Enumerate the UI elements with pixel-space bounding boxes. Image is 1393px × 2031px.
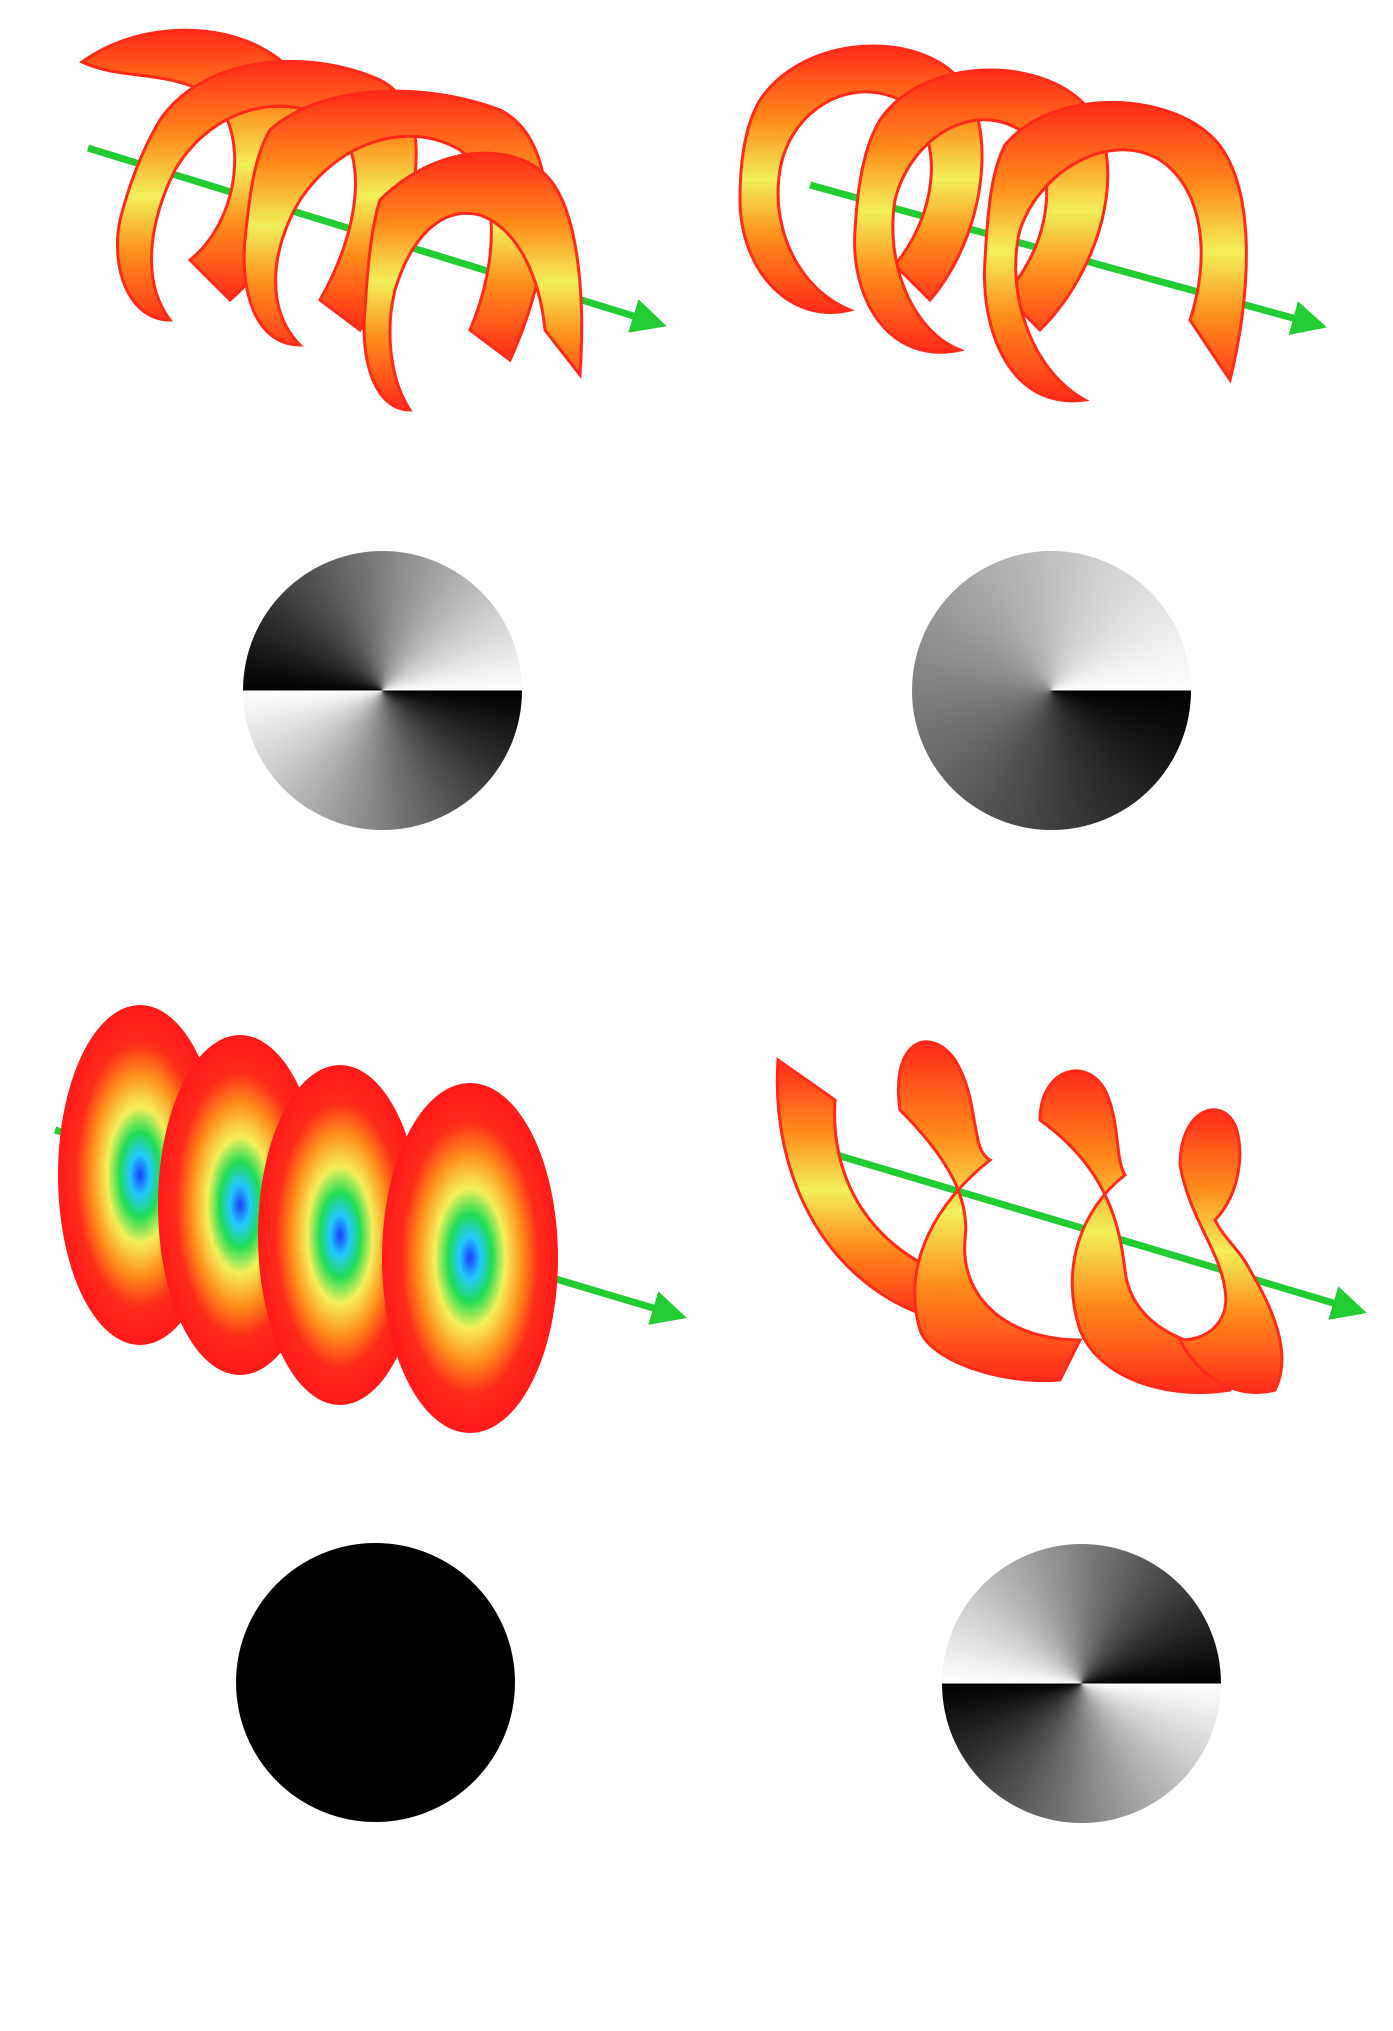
- helix-top-left: [79, 28, 667, 412]
- plane-wavefront-disc: [382, 1083, 558, 1433]
- plane-wavefront-disc: [258, 1065, 422, 1405]
- phase-map-bottom-right: [942, 1544, 1221, 1823]
- plane-bottom-left: [54, 1005, 687, 1433]
- phase-map-top-right: [912, 551, 1191, 830]
- phase-map-bottom-left: [236, 1543, 515, 1822]
- phase-map-top-left: [243, 551, 522, 830]
- helix-ribbon: [1038, 1069, 1248, 1394]
- helix-ribbon: [1177, 1108, 1284, 1395]
- helix-bottom-right: [775, 1040, 1367, 1395]
- helix-ribbon: [897, 1040, 1083, 1383]
- helix-top-right: [738, 44, 1327, 403]
- helix-ribbon: [362, 151, 584, 412]
- helix-ribbon: [982, 101, 1248, 403]
